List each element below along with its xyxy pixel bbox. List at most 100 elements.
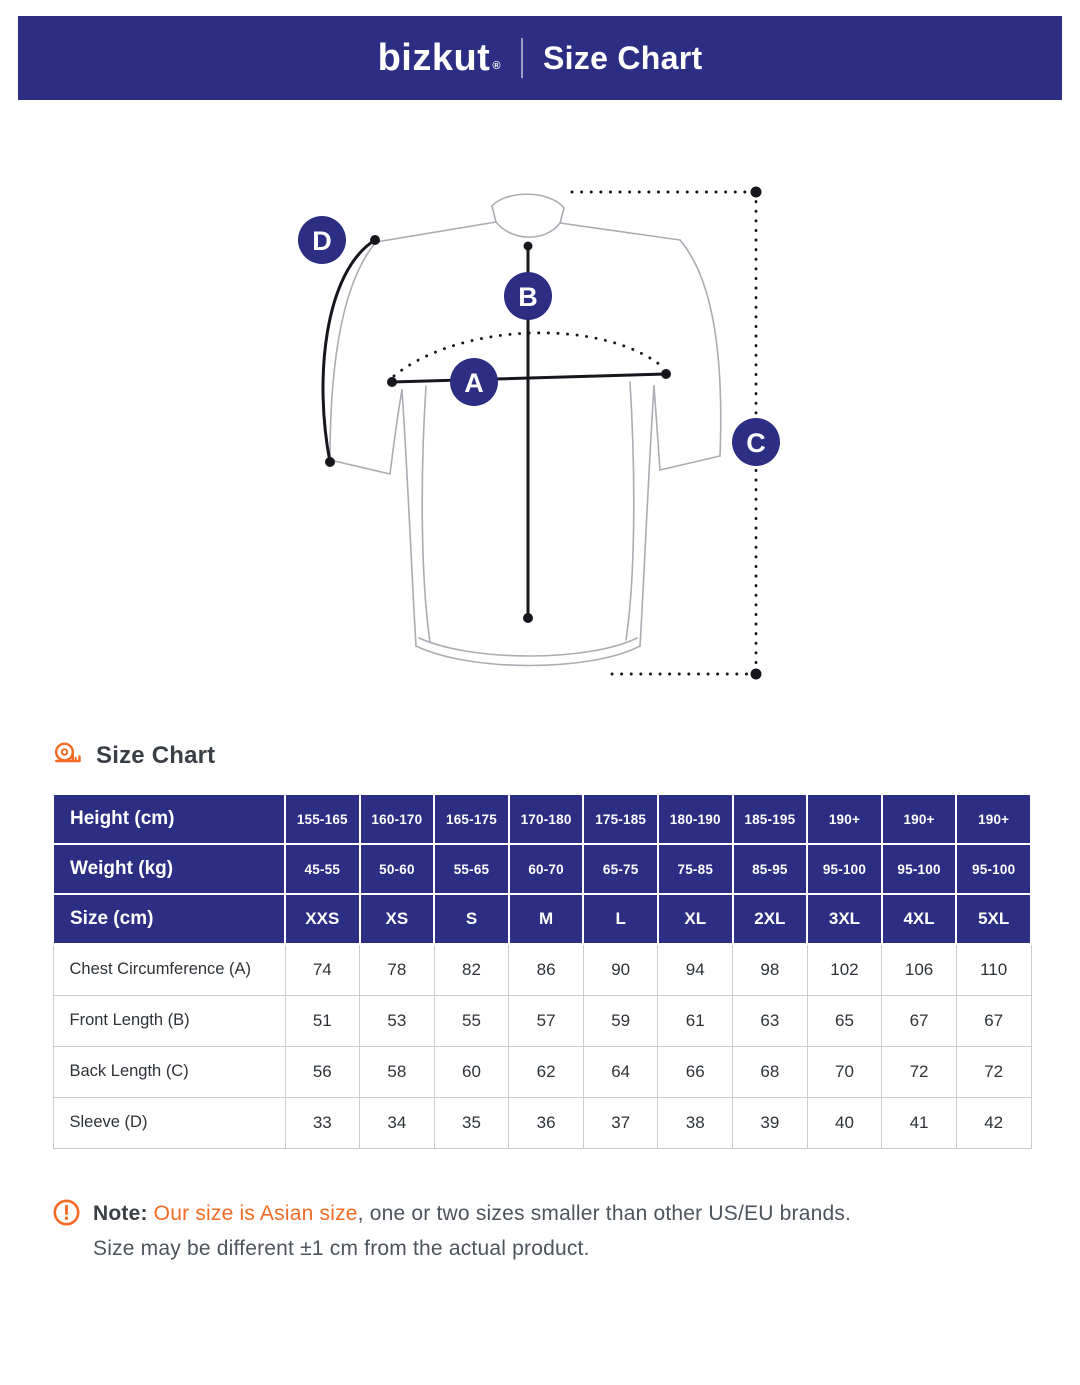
section-title: Size Chart — [96, 741, 216, 769]
measurement-value-cell: 78 — [359, 943, 435, 996]
range-cell: 165-175 — [433, 793, 510, 845]
measurement-value-cell: 106 — [881, 943, 957, 996]
banner-divider — [520, 38, 523, 78]
measure-line-c — [570, 186, 762, 680]
measurement-value-cell: 37 — [582, 1096, 659, 1149]
range-cell: 160-170 — [358, 793, 436, 845]
header-row-label: Height (cm) — [52, 793, 286, 845]
size-cell: XXS — [284, 893, 361, 945]
size-cell: M — [507, 893, 585, 945]
measurement-value-cell: 55 — [433, 994, 510, 1047]
range-cell: 85-95 — [731, 843, 809, 895]
badge-a: A — [450, 358, 498, 406]
measurement-value-cell: 66 — [657, 1045, 734, 1098]
measurement-value-cell: 86 — [508, 943, 584, 996]
measurement-value-cell: 34 — [359, 1096, 435, 1149]
measurement-value-cell: 40 — [806, 1096, 883, 1149]
measurement-value-cell: 61 — [657, 994, 734, 1047]
range-cell: 155-165 — [284, 793, 361, 845]
range-cell: 60-70 — [507, 843, 585, 895]
measurement-value-cell: 102 — [806, 943, 883, 996]
range-cell: 95-100 — [955, 843, 1032, 895]
brand-logo: bizkut® — [378, 39, 501, 77]
measurement-value-cell: 94 — [657, 943, 734, 996]
measurement-value-cell: 68 — [732, 1045, 808, 1098]
measurement-value-cell: 64 — [582, 1045, 659, 1098]
badge-d: D — [298, 216, 346, 264]
measurement-value-cell: 57 — [508, 994, 584, 1047]
measurement-value-cell: 67 — [881, 994, 957, 1047]
size-cell: 2XL — [731, 893, 809, 945]
note-line2: Size may be different ±1 cm from the act… — [93, 1237, 590, 1260]
range-cell: 55-65 — [433, 843, 510, 895]
measurement-value-cell: 62 — [508, 1045, 584, 1098]
measurement-value-cell: 82 — [433, 943, 510, 996]
range-cell: 95-100 — [806, 843, 883, 895]
svg-text:D: D — [312, 226, 332, 256]
range-cell: 50-60 — [358, 843, 436, 895]
note: Note:Our size is Asian size, one or two … — [52, 1196, 1032, 1266]
range-cell: 190+ — [880, 793, 958, 845]
jersey-outline — [329, 193, 722, 667]
measurement-value-cell: 42 — [955, 1096, 1032, 1149]
range-cell: 45-55 — [284, 843, 361, 895]
range-cell: 190+ — [806, 793, 883, 845]
measurement-value-cell: 110 — [955, 943, 1032, 996]
measurement-value-cell: 72 — [955, 1045, 1032, 1098]
note-text: Note:Our size is Asian size, one or two … — [93, 1196, 851, 1266]
measurement-value-cell: 35 — [433, 1096, 510, 1149]
range-cell: 180-190 — [656, 793, 734, 845]
measurement-value-cell: 36 — [508, 1096, 584, 1149]
badge-c: C — [732, 418, 780, 466]
measurement-value-cell: 63 — [732, 994, 808, 1047]
svg-text:A: A — [464, 368, 484, 398]
measurement-value-cell: 67 — [955, 994, 1032, 1047]
measure-line-a — [387, 331, 671, 387]
measurement-value-cell: 65 — [806, 994, 883, 1047]
measurement-row-label: Sleeve (D) — [52, 1096, 286, 1149]
measurement-value-cell: 60 — [433, 1045, 510, 1098]
measurement-row-label: Front Length (B) — [52, 994, 286, 1047]
measurement-value-cell: 33 — [284, 1096, 361, 1149]
note-label: Note: — [93, 1202, 148, 1225]
measurement-value-cell: 74 — [284, 943, 361, 996]
header-row-label: Weight (kg) — [52, 843, 286, 895]
svg-text:C: C — [746, 428, 766, 458]
measurement-value-cell: 58 — [359, 1045, 435, 1098]
measurement-row-label: Back Length (C) — [52, 1045, 286, 1098]
measure-line-d — [321, 235, 380, 467]
note-highlight: Our size is Asian size — [153, 1202, 358, 1225]
range-cell: 175-185 — [582, 793, 659, 845]
range-cell: 170-180 — [507, 793, 585, 845]
size-chart-section-header: Size Chart — [52, 740, 215, 771]
size-cell: XS — [358, 893, 436, 945]
note-rest: , one or two sizes smaller than other US… — [357, 1202, 852, 1225]
size-cell: 3XL — [806, 893, 883, 945]
measurement-value-cell: 53 — [359, 994, 435, 1047]
size-cell: 5XL — [955, 893, 1032, 945]
badge-b: B — [504, 272, 552, 320]
brand-name: bizkut — [377, 37, 491, 79]
alert-icon — [52, 1198, 81, 1227]
measurement-value-cell: 38 — [657, 1096, 734, 1149]
jersey-diagram-svg: D B A C — [298, 186, 780, 680]
size-cell: L — [582, 893, 659, 945]
range-cell: 185-195 — [731, 793, 809, 845]
range-cell: 95-100 — [880, 843, 958, 895]
measuring-tape-icon — [52, 740, 83, 771]
header-row-label: Size (cm) — [52, 893, 286, 945]
size-cell: XL — [656, 893, 734, 945]
measurement-value-cell: 72 — [881, 1045, 957, 1098]
header-banner: bizkut® Size Chart — [18, 16, 1062, 100]
measurement-value-cell: 39 — [732, 1096, 808, 1149]
